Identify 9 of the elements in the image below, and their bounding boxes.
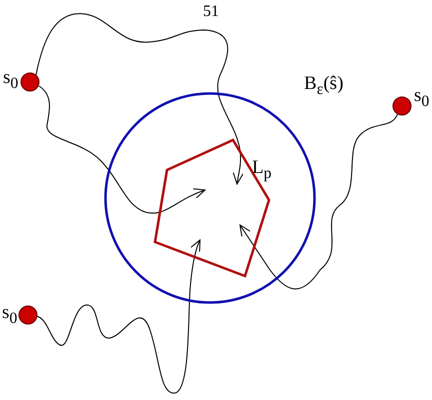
curved-arrow	[36, 240, 200, 394]
point-label: s$_{0}$	[3, 68, 18, 92]
curved-arrow	[38, 86, 206, 214]
set-label: B$_{ε}$(ŝ)	[304, 74, 344, 98]
curved-arrow	[240, 112, 398, 290]
point-label: s$_{0}$	[2, 303, 18, 327]
point-label: s$_{0}$	[414, 86, 430, 110]
set-label: L$_{p}$	[252, 158, 272, 182]
curved-arrow	[36, 13, 244, 184]
